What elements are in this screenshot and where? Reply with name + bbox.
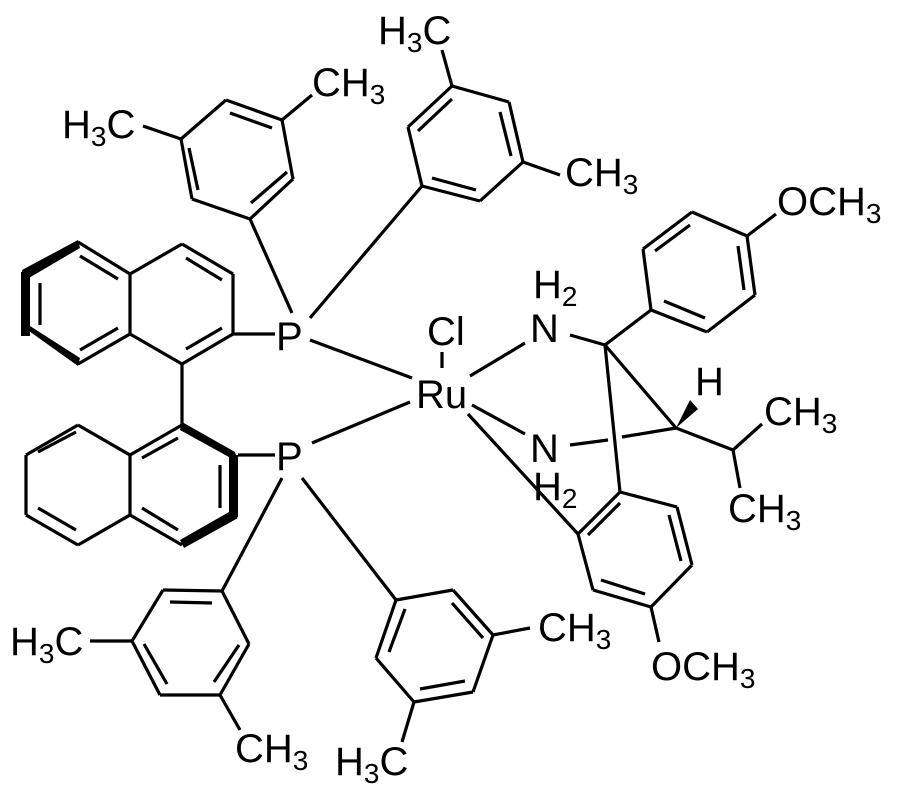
xylyl-ring-2	[308, 49, 561, 320]
isopropyl-group	[675, 422, 764, 489]
xyl3-methyl-left: H3C	[10, 620, 83, 669]
cl-atom: Cl	[427, 310, 465, 354]
xyl4-methyl-bottom: H3C	[335, 740, 408, 789]
xyl1-methyl-left: H3C	[62, 103, 135, 152]
p-lower-atom: P	[276, 435, 303, 479]
xylyl-ring-1	[142, 93, 314, 314]
anisyl-lower-ome: OCH3	[651, 645, 755, 694]
n-lower-atom: N	[530, 427, 559, 471]
xyl1-methyl-right: CH3	[312, 61, 385, 110]
anisyl-ring-lower	[576, 490, 694, 643]
xylyl-ring-4	[300, 477, 531, 743]
stereo-wedge	[676, 400, 698, 428]
lower-naphthalene	[24, 364, 275, 548]
isopropyl-ch3-upper: CH3	[764, 390, 837, 439]
anisyl-upper-ome: OCH3	[777, 180, 881, 229]
xyl2-methyl-right: CH3	[565, 151, 638, 200]
xyl3-methyl-bottom: CH3	[235, 727, 308, 776]
n-lower-h2: H2	[533, 465, 577, 514]
ru-atom: Ru	[416, 373, 467, 417]
n-upper-atom: N	[530, 307, 559, 351]
anisyl-ring-upper	[641, 210, 777, 334]
stereo-h-atom: H	[695, 360, 724, 404]
xyl4-methyl-right: CH3	[538, 606, 611, 655]
xylyl-ring-3	[90, 477, 284, 731]
p-upper-atom: P	[276, 315, 303, 359]
n-upper-h2: H2	[533, 263, 577, 312]
isopropyl-ch3-lower: CH3	[728, 487, 801, 536]
xyl2-methyl-top: H3C	[378, 9, 451, 58]
upper-naphthalene	[21, 240, 235, 366]
